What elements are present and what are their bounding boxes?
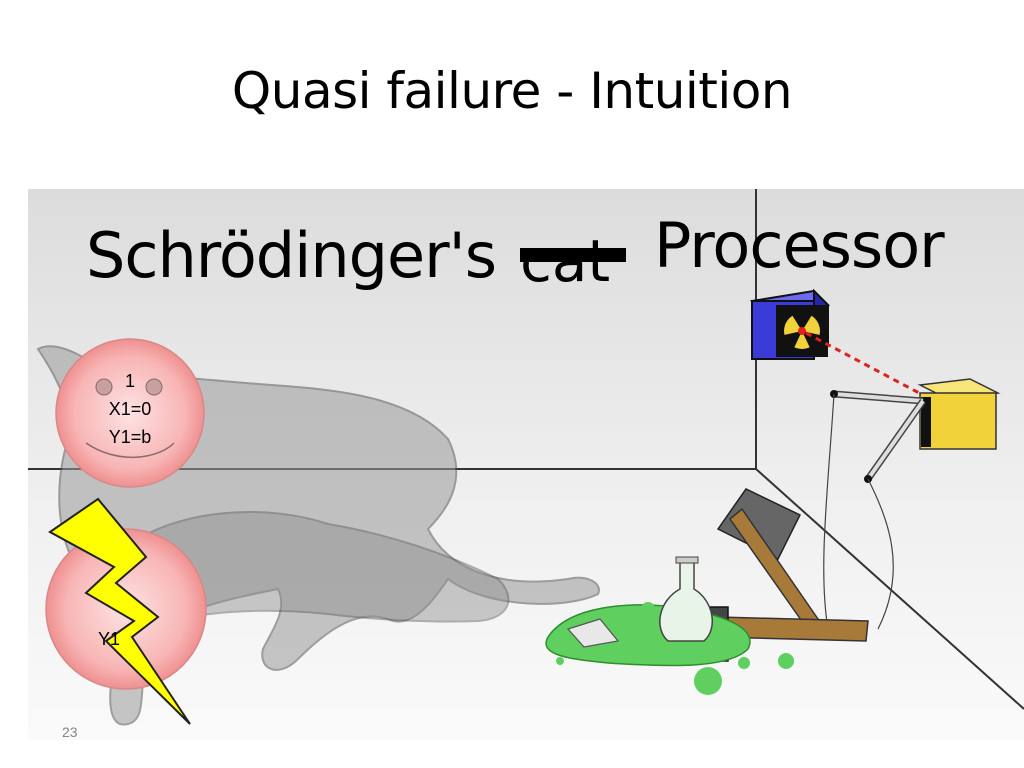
lightning-bolt-icon (48, 497, 191, 725)
state-bottom-line1: Y1 (97, 629, 121, 649)
scene-illustration (28, 189, 1024, 740)
state-top-line2: X1=0 (108, 399, 152, 419)
strikethrough-bar (520, 248, 626, 262)
state-top-text: 1 X1=0 Y1=b (70, 367, 190, 451)
schrodinger-scene: Schrödinger's cat Processor 1 X1=0 Y1=b … (28, 189, 1024, 740)
slide-title: Quasi failure - Intuition (231, 62, 793, 120)
floor-diagonal (755, 468, 1024, 710)
detector-icon (917, 378, 1001, 450)
radioactive-source-icon (749, 288, 831, 360)
state-top-line3: Y1=b (108, 427, 152, 447)
page-number: 23 (62, 724, 78, 740)
diagram-label-prefix: Schrödinger's (86, 219, 497, 292)
state-bottom-text: Y1 (84, 625, 134, 653)
state-top-line1: 1 (124, 371, 135, 391)
lever-mechanism (823, 390, 926, 630)
hammer-icon (703, 488, 869, 662)
state-circle-top (55, 338, 205, 488)
replacement-word: Processor (654, 209, 945, 282)
poison-flask-icon (545, 556, 794, 695)
